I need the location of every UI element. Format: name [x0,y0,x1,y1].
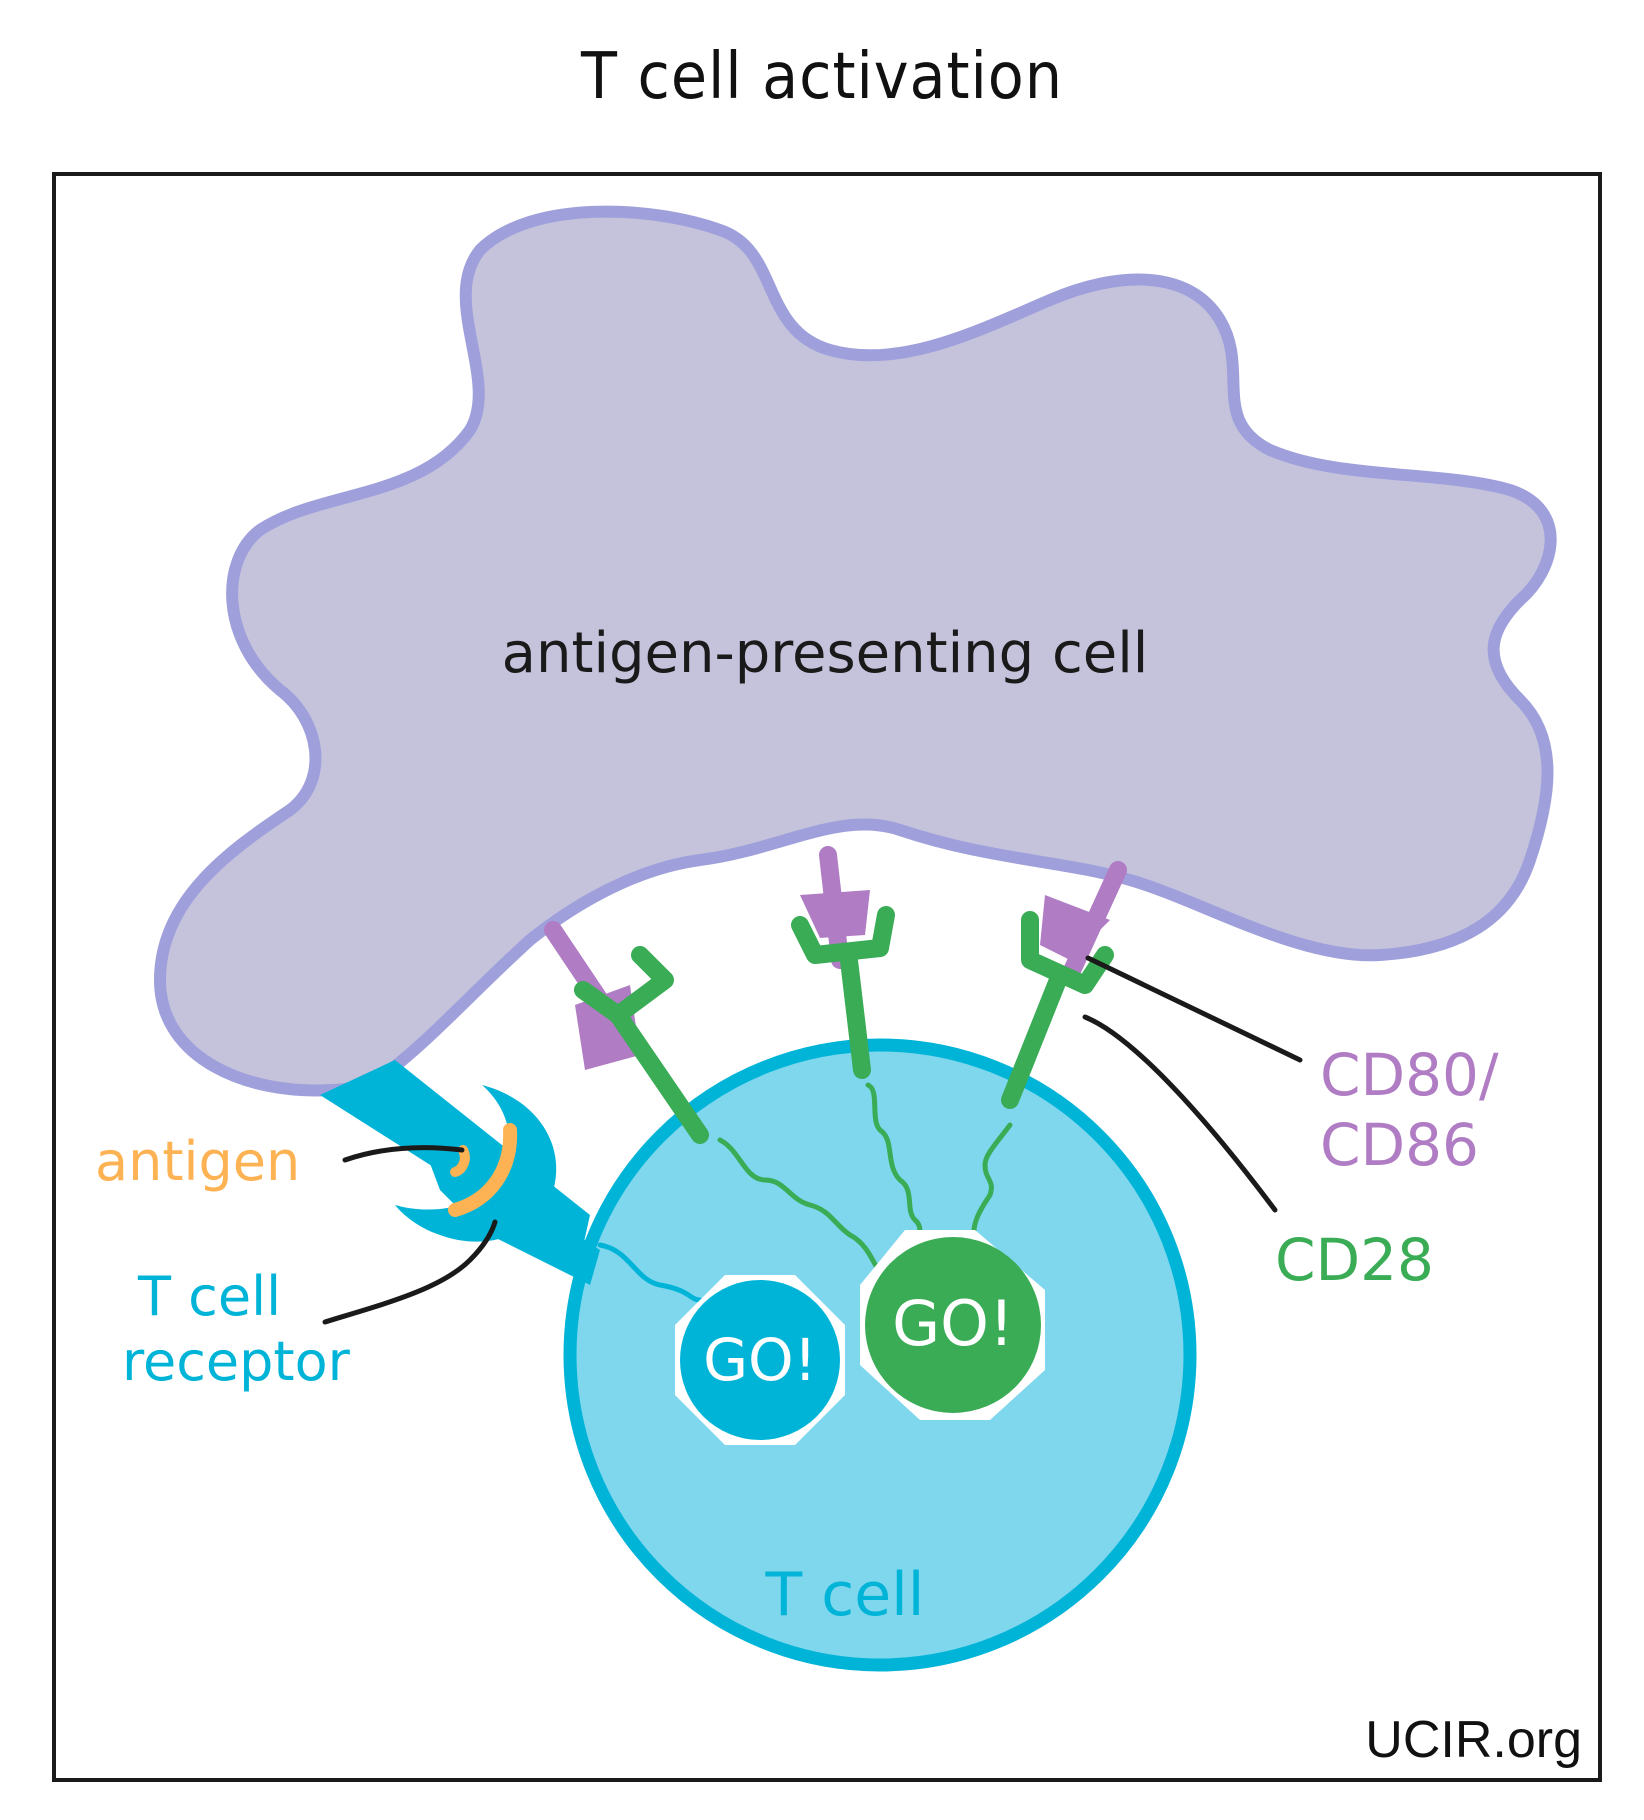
tcr-label-line2: receptor [122,1330,351,1393]
go-badge-green: GO! [860,1230,1045,1420]
cd28-signal-1 [717,1137,883,1273]
antigen-fragment [450,1145,470,1177]
cd28-signal-2 [865,1082,928,1253]
antigen-leader [342,1145,465,1163]
diagram-frame [52,172,1602,1782]
diagram-title: T cell activation [581,40,1063,114]
antigen-molecule [448,1123,518,1217]
go-label-green: GO! [892,1287,1014,1360]
cd28-signal-3 [971,1122,1013,1248]
tcr-label-line1: T cell [137,1265,281,1328]
credit-text: UCIR.org [1365,1711,1582,1769]
signal-squiggles [597,1082,1013,1303]
cd28-stem-3 [1001,966,1069,1109]
antigen-presenting-cell [153,205,1557,1097]
cd80-head-3 [1040,895,1110,960]
go-label-blue: GO! [703,1326,817,1394]
tcr-leader [322,1219,498,1325]
cd80-head-2 [800,890,870,938]
cd80-leader [1085,955,1303,1063]
leader-lines [322,955,1303,1325]
cd28-label: CD28 [1275,1226,1434,1294]
t-cell-label: T cell [765,1560,925,1630]
cd28-fork-1 [574,946,674,1024]
cd28-stem-1 [609,1006,709,1144]
cd80-label-line2: CD86 [1320,1111,1479,1179]
apc-label: antigen-presenting cell [502,621,1149,686]
cd28-leader [1082,1014,1278,1213]
antigen-label: antigen [95,1130,300,1193]
cd28-molecules [574,906,1114,1144]
cd80-label-line1: CD80/ [1320,1041,1499,1109]
go-badge-blue: GO! [675,1275,845,1445]
cd28-stem-2 [839,943,871,1079]
tcr-signal [597,1242,703,1303]
